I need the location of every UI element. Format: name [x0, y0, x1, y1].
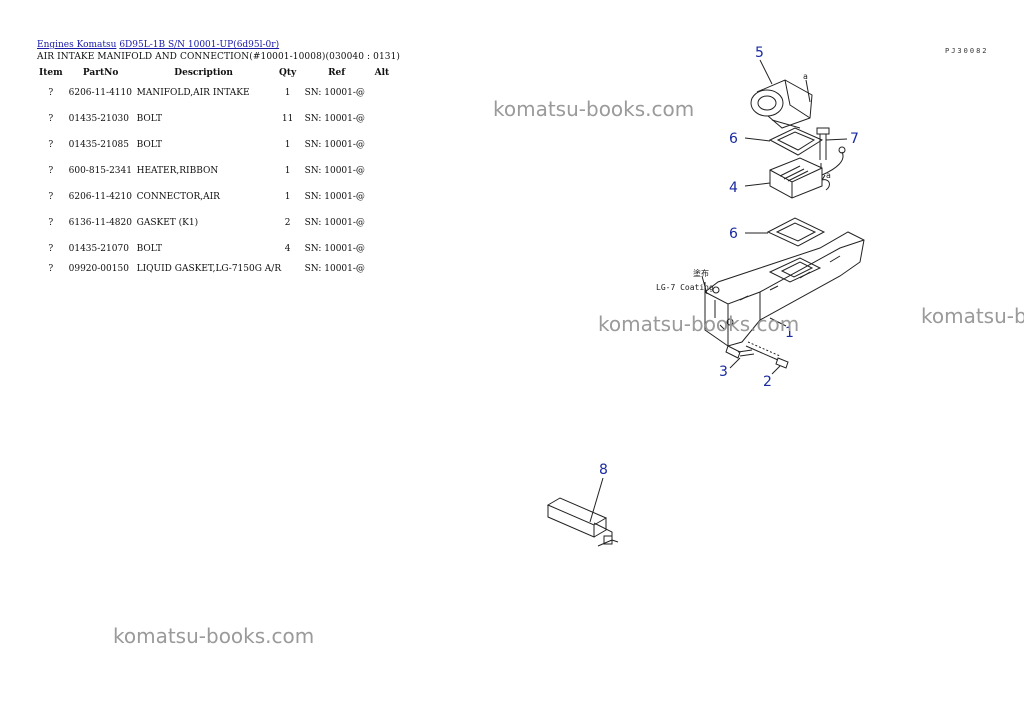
- table-row: ? 01435-21070 BOLT 4 SN: 10001-@: [35, 236, 393, 262]
- watermark-middle: komatsu-books.com: [598, 312, 800, 336]
- heater-element-drawing: [546, 497, 619, 547]
- breadcrumb-link-model[interactable]: 6D95L-1B S/N 10001-UP(6d95l-0r): [119, 40, 280, 50]
- callout-8: 8: [599, 462, 608, 478]
- cell-ref: SN: 10001-@: [304, 264, 365, 274]
- callout-7: 7: [850, 131, 859, 147]
- cell-ref: SN: 10001-@: [304, 166, 365, 176]
- cell-description: BOLT: [136, 114, 163, 124]
- cell-partno: 6136-11-4820: [68, 218, 132, 228]
- cell-description: LIQUID GASKET,LG-7150G A/R: [135, 262, 303, 276]
- cell-qty: 1: [284, 166, 291, 176]
- callout-4: 4: [729, 180, 738, 196]
- table-row: ? 6206-11-4110 MANIFOLD,AIR INTAKE 1 SN:…: [35, 80, 393, 106]
- cell-description-suffix: 150G: [237, 264, 262, 274]
- table-row: ? 6136-11-4820 GASKET (K1) 2 SN: 10001-@: [35, 210, 393, 236]
- cell-ref: SN: 10001-@: [304, 114, 365, 124]
- watermark-bottom: komatsu-books.com: [113, 624, 315, 648]
- cell-item: ?: [48, 218, 54, 228]
- cell-qty: 4: [284, 244, 291, 254]
- header-alt: Alt: [374, 68, 390, 78]
- gasket-upper-drawing: [768, 127, 824, 156]
- header-ref: Ref: [328, 68, 346, 78]
- table-row: ? 01435-21030 BOLT 11 SN: 10001-@: [35, 106, 393, 132]
- cell-description: HEATER,RIBBON: [136, 166, 219, 176]
- cell-description: BOLT: [136, 244, 163, 254]
- letter-a-lower: a: [826, 171, 831, 180]
- cell-ref: SN: 10001-@: [304, 140, 365, 150]
- cell-item: ?: [48, 192, 54, 202]
- note-coating-jp: 塗布: [693, 268, 709, 278]
- cell-qty: 2: [284, 218, 291, 228]
- bolt-3-drawing: [725, 345, 755, 359]
- page-title: AIR INTAKE MANIFOLD AND CONNECTION(#1000…: [37, 52, 401, 62]
- gasket-lower-drawing: [766, 217, 826, 247]
- cell-qty: A/R: [264, 264, 282, 274]
- watermark-top: komatsu-books.com: [493, 97, 695, 121]
- watermark-right: komatsu-books.com: [921, 304, 1024, 328]
- cell-qty: 1: [284, 192, 291, 202]
- cell-description-text: LIQUID GASKET,LG-7: [136, 264, 238, 274]
- cell-description: CONNECTOR,AIR: [136, 192, 220, 202]
- note-coating: LG-7 Coating: [656, 283, 714, 292]
- callout-labels: 5 6 7 4 6 1 3 2 8 a a 塗布 LG-7 Coating: [599, 45, 859, 478]
- table-header-row: Item PartNo Description Qty Ref Alt: [35, 66, 393, 80]
- header-description: Description: [174, 68, 233, 78]
- cell-partno: 01435-21085: [68, 140, 129, 150]
- callout-3: 3: [719, 364, 728, 380]
- cell-ref: SN: 10001-@: [304, 244, 365, 254]
- table-row: ? 6206-11-4210 CONNECTOR,AIR 1 SN: 10001…: [35, 184, 393, 210]
- air-connector-drawing: [750, 79, 813, 129]
- cell-qty: 1: [284, 140, 291, 150]
- table-row: ? 600-815-2341 HEATER,RIBBON 1 SN: 10001…: [35, 158, 393, 184]
- cell-qty: 11: [281, 114, 294, 124]
- cell-item: ?: [48, 166, 54, 176]
- cell-ref: SN: 10001-@: [304, 192, 365, 202]
- drawing-code: PJ30082: [945, 47, 989, 55]
- cell-item: ?: [48, 244, 54, 254]
- header-partno: PartNo: [82, 68, 119, 78]
- table-row: ? 01435-21085 BOLT 1 SN: 10001-@: [35, 132, 393, 158]
- cell-description: BOLT: [136, 140, 163, 150]
- cell-qty: 1: [284, 88, 291, 98]
- cell-item: ?: [48, 140, 54, 150]
- breadcrumb: Engines Komatsu 6D95L-1B S/N 10001-UP(6d…: [37, 40, 279, 50]
- cell-item: ?: [48, 114, 54, 124]
- letter-a-upper: a: [803, 72, 808, 81]
- cell-item: ?: [48, 88, 54, 98]
- cell-partno: 01435-21070: [68, 244, 129, 254]
- bolt-2-drawing: [745, 341, 789, 369]
- breadcrumb-link-engines[interactable]: Engines Komatsu: [37, 40, 117, 50]
- callout-1: 1: [785, 325, 794, 341]
- callout-6-lower: 6: [729, 226, 738, 242]
- cell-description: MANIFOLD,AIR INTAKE: [136, 88, 250, 98]
- parts-table: Item PartNo Description Qty Ref Alt ? 62…: [35, 66, 393, 276]
- cell-ref: SN: 10001-@: [304, 218, 365, 228]
- cell-partno: 09920-00150: [68, 264, 129, 274]
- cell-ref: SN: 10001-@: [304, 88, 365, 98]
- callout-5: 5: [755, 45, 764, 61]
- heater-ribbon-drawing: [769, 146, 846, 199]
- cell-partno: 6206-11-4110: [68, 88, 132, 98]
- callout-2: 2: [763, 374, 772, 390]
- header-item: Item: [39, 68, 63, 78]
- table-row: ? 09920-00150 LIQUID GASKET,LG-7150G A/R…: [35, 262, 393, 276]
- header-qty: Qty: [279, 68, 297, 78]
- cell-item: ?: [48, 264, 54, 274]
- callout-6-upper: 6: [729, 131, 738, 147]
- cell-partno: 01435-21030: [68, 114, 129, 124]
- cell-description: GASKET (K1): [136, 218, 199, 228]
- cell-partno: 6206-11-4210: [68, 192, 132, 202]
- cell-partno: 600-815-2341: [68, 166, 132, 176]
